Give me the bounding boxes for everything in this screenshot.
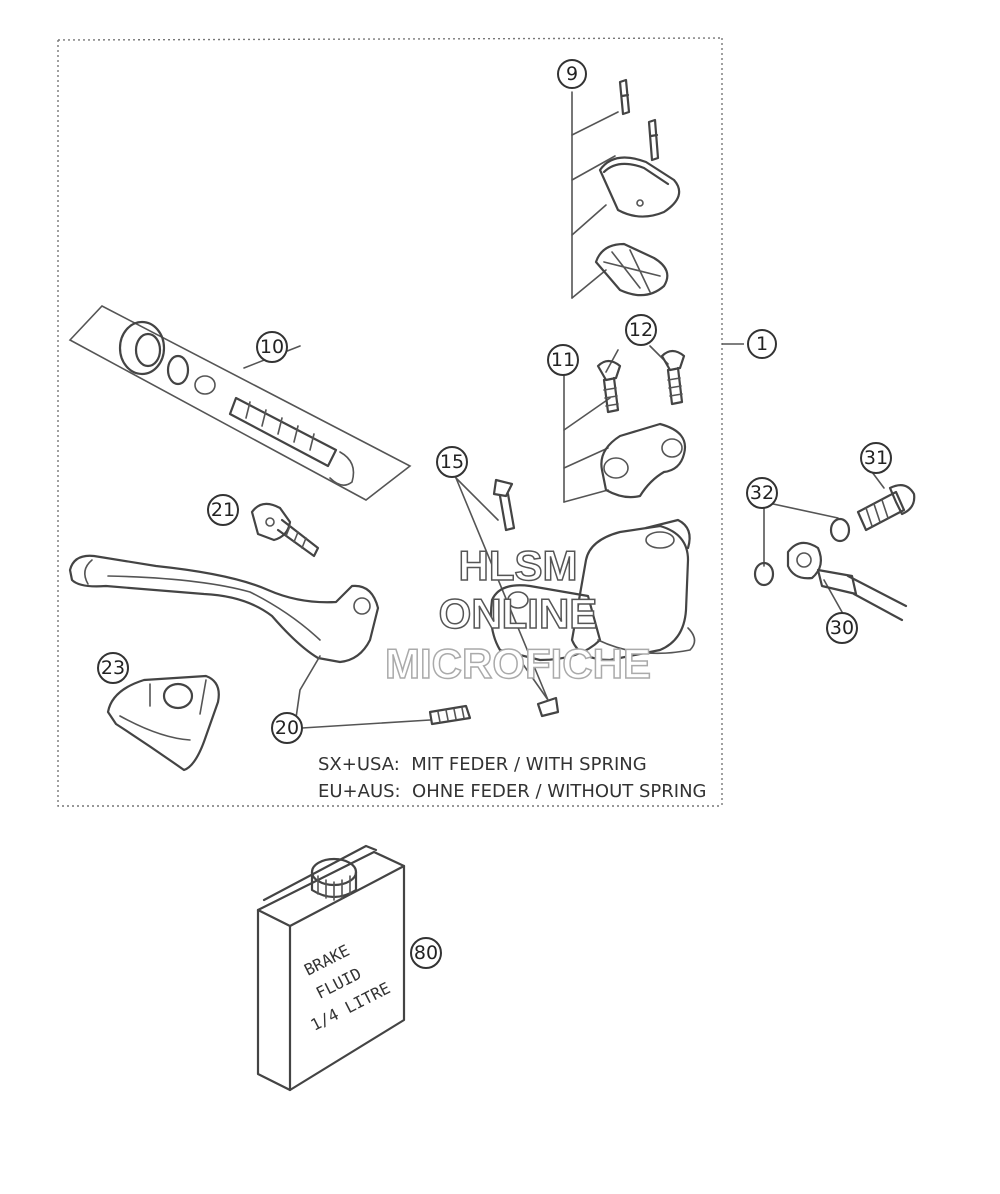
repair-kit (68, 305, 412, 501)
callout-1: 1 (747, 329, 777, 359)
callout-10: 10 (256, 331, 288, 363)
svg-text:80: 80 (414, 942, 438, 964)
banjo-fitting (753, 471, 916, 622)
svg-text:23: 23 (101, 657, 125, 679)
svg-text:11: 11 (551, 349, 575, 371)
hand-lever (68, 554, 472, 729)
handlebar-clamp (563, 345, 687, 503)
callout-31: 31 (860, 442, 892, 474)
brake-fluid-can: BRAKE FLUID 1/4 LITRE (256, 844, 406, 1092)
svg-text:15: 15 (440, 451, 464, 473)
svg-text:21: 21 (211, 499, 235, 521)
svg-text:1: 1 (756, 333, 768, 355)
svg-text:30: 30 (830, 617, 854, 639)
note-with-spring: SX+USA: MIT FEDER / WITH SPRING (318, 754, 647, 775)
callout-23: 23 (97, 652, 129, 684)
svg-text:9: 9 (566, 63, 578, 85)
callout-20: 20 (271, 712, 303, 744)
lever-adjuster (250, 502, 320, 558)
callout-11: 11 (547, 344, 579, 376)
callout-30: 30 (826, 612, 858, 644)
callout-9: 9 (557, 59, 587, 89)
master-cylinder (489, 518, 696, 701)
callout-15: 15 (436, 446, 468, 478)
svg-text:12: 12 (629, 319, 653, 341)
callout-80: 80 (410, 937, 442, 969)
callout-32: 32 (746, 477, 778, 509)
callout-21: 21 (207, 494, 239, 526)
assembly-frame (57, 37, 723, 807)
note-without-spring: EU+AUS: OHNE FEDER / WITHOUT SPRING (318, 781, 707, 802)
callout-12: 12 (625, 314, 657, 346)
watermark-line1: HLSM (459, 542, 578, 589)
reservoir-cover-assembly (571, 78, 681, 299)
watermark-line3: MICROFICHE (385, 640, 651, 687)
watermark: HLSM ONLINE MICROFICHE (384, 541, 652, 688)
watermark-line2: ONLINE (439, 590, 598, 637)
svg-text:10: 10 (260, 336, 284, 358)
svg-text:32: 32 (750, 482, 774, 504)
svg-text:20: 20 (275, 717, 299, 739)
svg-text:31: 31 (864, 447, 888, 469)
lever-cover (106, 674, 220, 772)
